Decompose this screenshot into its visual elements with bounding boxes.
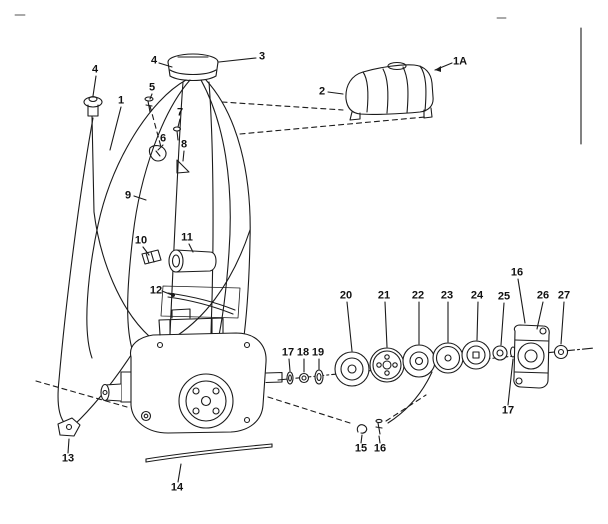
clip-15-screw-16 bbox=[356, 418, 383, 435]
callout-22: 22 bbox=[411, 289, 425, 302]
callout-9: 9 bbox=[124, 189, 132, 202]
callout-4b: 4 bbox=[150, 54, 158, 67]
clutch-disc-stack bbox=[334, 340, 517, 387]
callout-11: 11 bbox=[181, 231, 193, 244]
callout-23: 23 bbox=[440, 289, 454, 302]
small-fasteners-5-8 bbox=[144, 96, 190, 174]
callout-19: 19 bbox=[311, 346, 325, 359]
callout-20: 20 bbox=[339, 289, 353, 302]
callout-15: 15 bbox=[354, 442, 368, 455]
callout-1: 1 bbox=[117, 94, 125, 107]
callout-leader-lines bbox=[67, 57, 565, 483]
callout-6: 6 bbox=[159, 132, 167, 145]
callout-18: 18 bbox=[296, 346, 310, 359]
engine-cover-part-2 bbox=[345, 61, 434, 121]
callout-17a: 17 bbox=[281, 346, 295, 359]
callout-3: 3 bbox=[258, 50, 266, 63]
page-edge-marks bbox=[14, 14, 582, 145]
callout-8: 8 bbox=[180, 138, 188, 151]
callout-24: 24 bbox=[470, 289, 484, 302]
callout-16a: 16 bbox=[510, 266, 524, 279]
callout-12: 12 bbox=[149, 284, 163, 297]
top-cap-part-3 bbox=[167, 53, 219, 82]
callout-14: 14 bbox=[170, 481, 184, 494]
callout-13: 13 bbox=[61, 452, 75, 465]
callout-2: 2 bbox=[318, 85, 326, 98]
cover-placement-dashed-lines bbox=[221, 101, 426, 135]
callout-16b: 16 bbox=[373, 442, 387, 455]
coil-and-connector bbox=[141, 249, 241, 319]
callout-1a: 1A bbox=[452, 55, 468, 68]
callout-7: 7 bbox=[176, 106, 184, 119]
washers-17-18-19 bbox=[286, 369, 324, 385]
wire-harness bbox=[57, 79, 251, 429]
callout-26: 26 bbox=[536, 289, 550, 302]
end-housing-26-cap-27 bbox=[513, 324, 569, 389]
callout-21: 21 bbox=[377, 289, 391, 302]
gearbox-housing bbox=[35, 308, 283, 434]
callout-5: 5 bbox=[148, 81, 156, 94]
callout-25: 25 bbox=[497, 290, 511, 303]
callout-17b: 17 bbox=[501, 404, 515, 417]
callout-27: 27 bbox=[557, 289, 571, 302]
callout-4a: 4 bbox=[91, 63, 99, 76]
callout-10: 10 bbox=[134, 234, 148, 247]
bracket-13-and-rod-14 bbox=[57, 417, 273, 463]
